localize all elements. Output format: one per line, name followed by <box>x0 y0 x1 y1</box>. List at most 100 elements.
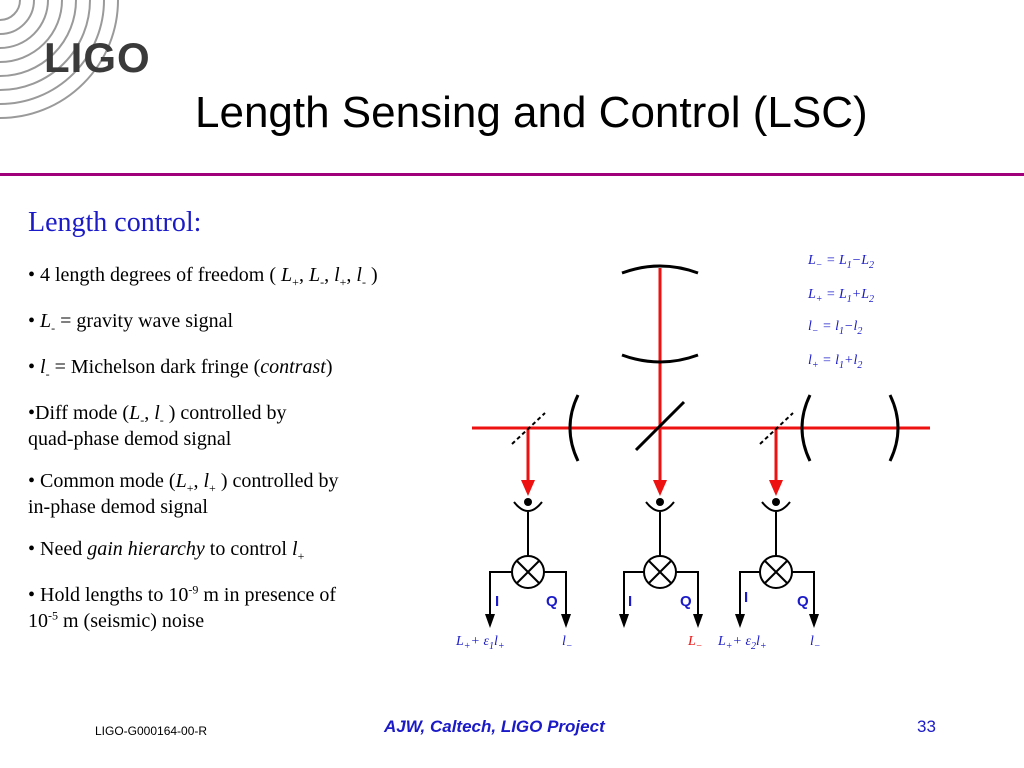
bullet-degrees-of-freedom: • 4 length degrees of freedom ( L+, L-, … <box>28 264 378 289</box>
bullet-text: = Michelson dark fringe ( <box>49 356 261 378</box>
sub: + <box>209 481 216 495</box>
arrow-down-icon <box>693 614 703 628</box>
mixer-cross <box>516 560 540 584</box>
arrow-left <box>521 480 535 496</box>
bullet-text: = gravity wave signal <box>55 310 234 332</box>
bullet-text: • Need <box>28 538 88 560</box>
i-label: I <box>628 593 632 610</box>
var-l: l <box>154 402 160 424</box>
footer-credit: AJW, Caltech, LIGO Project <box>384 717 605 736</box>
bullet-text: • <box>28 310 41 332</box>
sub: + <box>186 481 194 495</box>
photodiode-dot <box>772 498 780 506</box>
var-l: l <box>40 356 46 378</box>
photodiode-icon <box>761 501 791 512</box>
bullet-list: • 4 length degrees of freedom ( L+, L-, … <box>28 262 448 654</box>
bullet-text: • Hold lengths to 10 <box>28 584 189 606</box>
mixer-cross <box>764 560 788 584</box>
document-id: LIGO-G000164-00-R <box>95 724 208 738</box>
sup: -9 <box>188 582 199 597</box>
arrow-down-icon <box>735 614 745 628</box>
bullet-gain-hierarchy: • Need gain hierarchy to control l+ <box>28 536 448 562</box>
photodiode-icon <box>645 501 675 512</box>
var-L: L <box>308 264 321 286</box>
q-output-line <box>676 571 699 618</box>
demod-left: I Q L++ ε1l+ l− <box>455 498 573 652</box>
i-label: I <box>744 589 748 606</box>
end-mirror-right-icon <box>888 394 900 462</box>
arrow-right <box>769 480 783 496</box>
signal-gravity-wave: L− <box>687 634 703 652</box>
emphasis: contrast <box>260 356 326 378</box>
demod-center: I Q L− <box>619 498 703 652</box>
sub: - <box>361 275 366 289</box>
sub: - <box>140 413 145 427</box>
var-L: L <box>129 402 141 424</box>
title-divider <box>0 173 1024 176</box>
bullet-text: ) <box>365 264 378 286</box>
signal-common: L++ ε1l+ <box>455 634 505 652</box>
equation-l-minus: l− = l1−l2 <box>808 319 862 337</box>
mixer-cross <box>648 560 672 584</box>
input-mirror-right-icon <box>800 394 812 462</box>
equation-L-plus: L+ = L1+L2 <box>807 287 874 305</box>
arrow-center <box>653 480 667 496</box>
i-label: I <box>495 593 499 610</box>
q-label: Q <box>546 593 558 610</box>
bullet-text: • <box>28 356 41 378</box>
sub: + <box>292 275 299 289</box>
pickoff-right-icon <box>759 412 794 445</box>
q-output-line <box>544 571 567 618</box>
bullet-text: • Common mode ( <box>28 470 176 492</box>
photodiode-dot <box>656 498 664 506</box>
pickoff-left-icon <box>511 412 546 445</box>
arrow-down-icon <box>809 614 819 628</box>
emphasis: gain hierarchy <box>87 538 205 560</box>
bullet-text: m (seismic) noise <box>58 610 205 632</box>
sub: + <box>339 275 347 289</box>
slide-title: Length Sensing and Control (LSC) <box>195 88 868 137</box>
sub: - <box>320 275 325 289</box>
bullet-text: ) <box>325 356 333 378</box>
equation-l-plus: l+ = l1+l2 <box>808 353 862 371</box>
input-mirror-vertical-icon <box>621 353 699 364</box>
bullet-text: m in presence of <box>198 584 337 606</box>
signal-differential: l− <box>562 634 573 652</box>
page-number: 33 <box>917 717 936 736</box>
sub: + <box>297 549 305 563</box>
bullet-text: ) controlled by <box>163 402 287 424</box>
photodiode-icon <box>513 501 543 512</box>
bullet-text: •Diff mode ( <box>28 402 130 424</box>
input-mirror-horizontal-icon <box>568 394 580 462</box>
bullet-dark-fringe: • l- = Michelson dark fringe (contrast) <box>28 354 448 380</box>
ligo-logo: LIGO <box>44 34 151 81</box>
arrow-down-icon <box>561 614 571 628</box>
laser-beams <box>472 268 930 496</box>
var-l: l <box>356 264 362 286</box>
q-output-line <box>792 571 815 618</box>
equation-L-minus: L− = L1−L2 <box>807 253 874 271</box>
end-mirror-top-icon <box>621 264 699 275</box>
q-label: Q <box>797 593 809 610</box>
var-L: L <box>281 264 293 286</box>
sub: - <box>51 321 56 335</box>
bullet-text: quad-phase demod signal <box>28 428 232 450</box>
bullet-text: 10 <box>28 610 48 632</box>
signal-common: L++ ε2l+ <box>717 634 767 652</box>
i-output-line <box>739 571 760 618</box>
demod-right: I Q L++ ε2l+ l− <box>717 498 821 652</box>
bullet-text: in-phase demod signal <box>28 496 208 518</box>
var-l: l <box>203 470 210 492</box>
q-label: Q <box>680 593 692 610</box>
sub: - <box>45 367 50 381</box>
bullet-gravity-wave: • L- = gravity wave signal <box>28 308 448 334</box>
var-l: l <box>334 264 340 286</box>
section-heading: Length control: <box>28 207 202 238</box>
beamsplitter-icon <box>634 400 686 452</box>
sub: - <box>159 413 164 427</box>
bullet-text: ) controlled by <box>215 470 339 492</box>
bullet-text: to control <box>204 538 292 560</box>
